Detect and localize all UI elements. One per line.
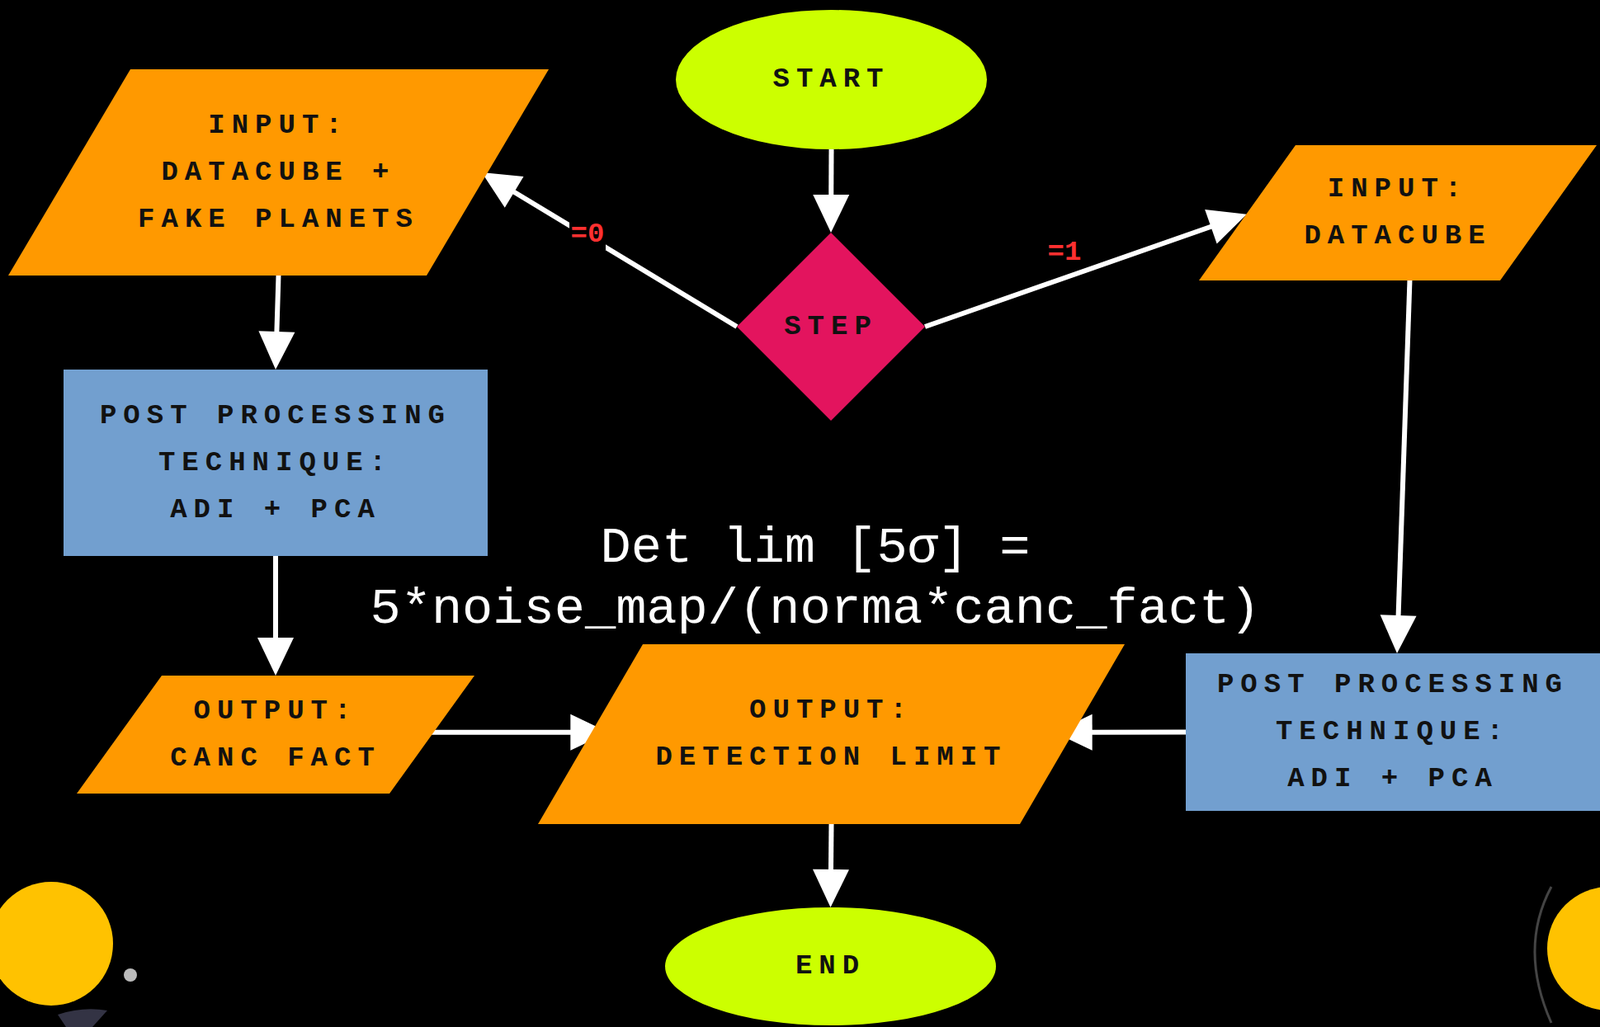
terminal-ellipse: END	[665, 907, 996, 1026]
node-text: INPUT:	[207, 102, 349, 150]
node-text: OUTPUT:	[193, 688, 359, 736]
node-text: START	[772, 56, 890, 104]
input-parallelogram: INPUT:DATACUBE	[1198, 145, 1597, 281]
node-text: DATACUBE	[1303, 212, 1492, 260]
node-text: POST PROCESSING TECHNIQUE:	[1203, 661, 1583, 756]
edge-label: =1	[1046, 236, 1084, 269]
output-parallelogram: OUTPUT:DETECTION LIMIT	[538, 644, 1125, 825]
yellow-disc	[1547, 887, 1600, 1011]
output-parallelogram: OUTPUT:CANC FACT	[76, 675, 475, 794]
output-parallelogram-outline	[538, 644, 1125, 825]
input-parallelogram: INPUT:DATACUBE + FAKE PLANETS	[8, 69, 549, 276]
node-text: STEP	[783, 303, 878, 351]
node-text: INPUT:	[1327, 165, 1468, 213]
arrow-connector	[258, 275, 295, 370]
swoosh	[57, 1009, 108, 1027]
arrow-connector	[1380, 280, 1417, 654]
arrow-connector	[481, 172, 737, 327]
arrow-connector	[812, 149, 850, 233]
terminal-ellipse: START	[675, 9, 987, 150]
node-text: ADI + PCA	[1287, 755, 1499, 803]
node-text: ADI + PCA	[169, 486, 382, 534]
arrow-connector	[925, 209, 1247, 327]
node-text: DETECTION LIMIT	[655, 734, 1007, 782]
arrow-connector	[812, 824, 850, 908]
arrow-connector	[426, 714, 609, 751]
node-text: DATACUBE + FAKE PLANETS	[122, 149, 436, 244]
formula-note: Det lim [5σ] = 5*noise_map/(norma*canc_f…	[344, 518, 1286, 641]
output-parallelogram-outline	[76, 675, 475, 794]
node-text: END	[795, 943, 866, 991]
edge-label: =0	[569, 218, 607, 251]
process-box: POST PROCESSING TECHNIQUE:ADI + PCA	[1185, 653, 1600, 812]
node-text: POST PROCESSING TECHNIQUE:	[85, 392, 466, 487]
input-parallelogram-outline	[1198, 145, 1597, 281]
process-box: POST PROCESSING TECHNIQUE:ADI + PCA	[63, 369, 488, 557]
decision-diamond: STEP	[736, 232, 926, 421]
yellow-disc	[0, 882, 114, 1006]
node-text: OUTPUT:	[749, 687, 914, 735]
grey-dot	[123, 968, 137, 982]
arrow-connector	[257, 556, 294, 676]
node-text: CANC FACT	[169, 735, 382, 783]
